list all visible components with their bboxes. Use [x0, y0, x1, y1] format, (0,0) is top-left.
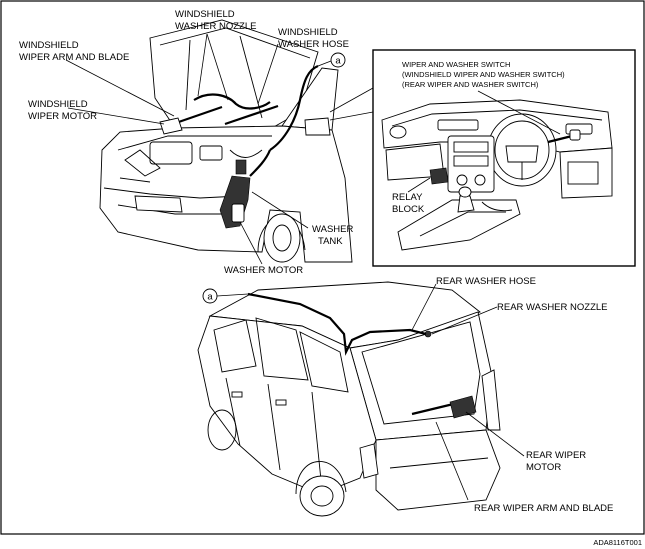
rear-vehicle-illustration	[197, 281, 501, 517]
label-line: WIPER ARM AND BLADE	[19, 52, 129, 63]
label-line: (WINDSHIELD WIPER AND WASHER SWITCH)	[402, 70, 565, 79]
connection-marker-text: a	[207, 292, 213, 303]
inset-callout-line	[329, 87, 374, 113]
label-windshield-wiper-arm: WINDSHIELD WIPER ARM AND BLADE	[19, 40, 129, 63]
front-vehicle-illustration	[99, 19, 353, 263]
connection-marker-front: a	[317, 52, 346, 68]
label-line: WASHER	[312, 224, 353, 235]
label-line: BLOCK	[392, 204, 425, 215]
label-rear-wiper-motor: REAR WIPER MOTOR	[526, 450, 586, 473]
figure-frame	[0, 0, 645, 535]
label-line: WINDSHIELD	[175, 9, 235, 20]
label-windshield-wiper-motor: WINDSHIELD WIPER MOTOR	[28, 99, 97, 122]
inset-callout-line-2	[329, 111, 374, 121]
label-line: WASHER NOZZLE	[175, 21, 256, 32]
label-line: RELAY	[392, 192, 423, 203]
label-line: WIPER MOTOR	[28, 111, 97, 122]
label-windshield-washer-nozzle: WINDSHIELD WASHER NOZZLE	[175, 9, 256, 32]
label-washer-motor: WASHER MOTOR	[224, 265, 303, 276]
dashboard-illustration	[381, 99, 613, 251]
label-washer-tank: WASHER TANK	[312, 224, 353, 247]
label-line: WINDSHIELD	[19, 40, 79, 51]
label-line: WIPER AND WASHER SWITCH	[402, 60, 510, 69]
label-line: TANK	[318, 236, 343, 247]
label-rear-wiper-arm: REAR WIPER ARM AND BLADE	[474, 503, 613, 514]
label-windshield-washer-hose: WINDSHIELD WASHER HOSE	[278, 27, 349, 50]
label-line: WASHER HOSE	[278, 39, 349, 50]
label-line: WINDSHIELD	[278, 27, 338, 38]
label-wiper-washer-switch: WIPER AND WASHER SWITCH (WINDSHIELD WIPE…	[402, 60, 565, 89]
connection-marker-text: a	[335, 56, 341, 67]
label-rear-washer-hose: REAR WASHER HOSE	[436, 276, 536, 287]
leader-lines	[65, 33, 561, 501]
label-line: REAR WIPER	[526, 450, 586, 461]
label-line: WINDSHIELD	[28, 99, 88, 110]
label-line: (REAR WIPER AND WASHER SWITCH)	[402, 80, 539, 89]
label-line: MOTOR	[526, 462, 561, 473]
label-rear-washer-nozzle: REAR WASHER NOZZLE	[497, 302, 608, 313]
figure-code: ADA8116T001	[593, 538, 642, 547]
label-relay-block: RELAY BLOCK	[392, 192, 425, 215]
connection-marker-rear: a	[202, 288, 249, 304]
